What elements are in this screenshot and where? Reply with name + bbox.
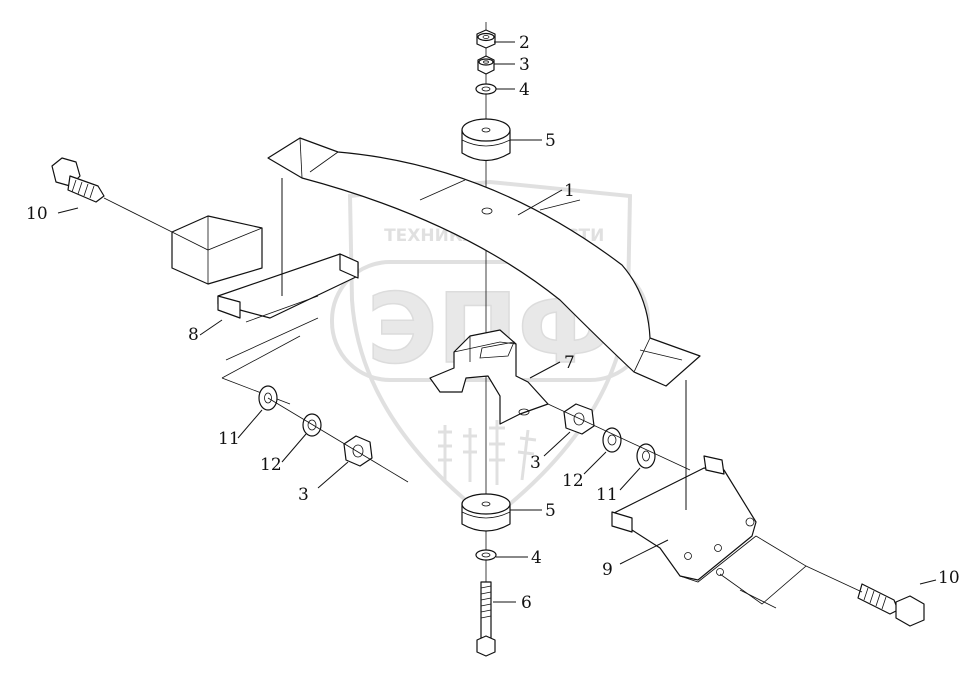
callout-9: 9 [602,560,613,580]
top-lock-nut [477,55,495,75]
callout-3: 3 [530,453,541,473]
callout-5: 5 [545,131,556,151]
top-nut [476,29,496,49]
callout-4: 4 [519,80,530,100]
left-lock-washer [302,413,322,437]
leader-lines [57,41,937,603]
callout-12: 12 [260,455,282,475]
left-bolt [51,157,173,233]
callout-1: 1 [564,181,575,201]
right-hex-nut [563,403,595,435]
callout-3: 3 [519,55,530,75]
top-rubber-cushion [461,118,511,162]
callout-7: 7 [564,353,575,373]
right-fastener-axis [547,403,691,471]
callout-8: 8 [188,325,199,345]
callout-6: 6 [521,593,532,613]
right-bolt [805,565,925,627]
vertical-bolt [476,581,496,657]
top-washer [475,83,497,95]
curved-strap [267,137,701,387]
callout-labels: 2 3 4 5 1 10 8 7 11 12 3 3 12 11 5 4 9 1… [26,33,960,613]
callout-12: 12 [562,471,584,491]
callout-11: 11 [218,429,240,449]
left-clamp-bracket [171,215,359,405]
callout-2: 2 [519,33,530,53]
bottom-washer [475,549,497,561]
callout-10: 10 [26,204,48,224]
right-flat-washer [636,443,656,469]
watermark-wheat-icon [438,420,537,485]
right-lock-washer [602,427,622,453]
callout-3: 3 [298,485,309,505]
bottom-rubber-cushion [461,493,511,532]
left-hex-nut [343,435,373,467]
callout-5: 5 [545,501,556,521]
left-fastener-axis [267,397,409,483]
right-clamp-bracket [611,455,807,609]
callout-10: 10 [938,568,960,588]
callout-11: 11 [596,485,618,505]
callout-4: 4 [531,548,542,568]
